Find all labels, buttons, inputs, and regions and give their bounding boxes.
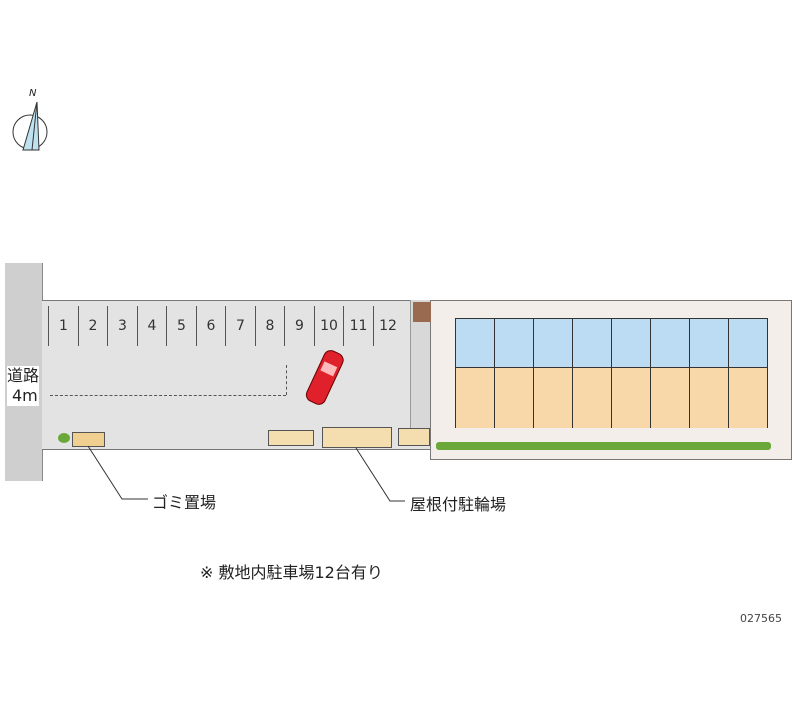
unit-room (456, 368, 494, 428)
unit-room (651, 368, 689, 428)
parking-bay: 11 (343, 306, 373, 346)
garbage-label: ゴミ置場 (152, 493, 217, 512)
storage (268, 430, 314, 446)
road-label: 道路 4m (7, 366, 40, 406)
road-name: 道路 (7, 366, 40, 385)
bike-shed-label: 屋根付駐輪場 (410, 495, 507, 514)
parking-bay: 8 (254, 306, 285, 346)
parking-note: ※ 敷地内駐車場12台有り (200, 563, 383, 582)
parking-bay: 9 (284, 306, 314, 346)
bike-shed (322, 427, 392, 448)
parking-bay: 4 (136, 306, 167, 346)
apartment-unit (533, 318, 573, 428)
north-label: N (29, 88, 37, 99)
road-width: 4m (12, 386, 38, 405)
unit-wet-area (495, 319, 533, 368)
property-code: 027565 (740, 612, 782, 625)
unit-room (573, 368, 611, 428)
apartment-unit (572, 318, 612, 428)
walkway (410, 300, 431, 430)
unit-room (495, 368, 533, 428)
apartment-unit (494, 318, 534, 428)
dashed-line (286, 365, 287, 395)
unit-wet-area (573, 319, 611, 368)
shrub (58, 433, 70, 443)
unit-room (534, 368, 572, 428)
compass-icon (12, 101, 48, 151)
unit-wet-area (612, 319, 650, 368)
car-icon (305, 350, 344, 405)
unit-wet-area (729, 319, 767, 368)
hedge (436, 442, 771, 450)
parking-bay: 6 (195, 306, 226, 346)
parking-bay: 1 (48, 306, 78, 346)
unit-room (690, 368, 728, 428)
apartment-unit (689, 318, 729, 428)
parking-lot (42, 300, 430, 450)
unit-wet-area (456, 319, 494, 368)
parking-bay: 2 (77, 306, 108, 346)
unit-wet-area (534, 319, 572, 368)
meter-box (398, 428, 430, 446)
unit-wet-area (690, 319, 728, 368)
unit-wet-area (651, 319, 689, 368)
parking-bay: 10 (313, 306, 344, 346)
parking-bay: 5 (166, 306, 196, 346)
parking-bay: 12 (372, 306, 403, 346)
unit-room (729, 368, 767, 428)
apartment-unit (611, 318, 651, 428)
apartment-unit (728, 318, 768, 428)
apartment-unit (455, 318, 495, 428)
stairs (413, 302, 431, 322)
parking-bay: 7 (225, 306, 255, 346)
parking-bay: 3 (107, 306, 137, 346)
dashed-line (50, 395, 286, 396)
unit-room (612, 368, 650, 428)
